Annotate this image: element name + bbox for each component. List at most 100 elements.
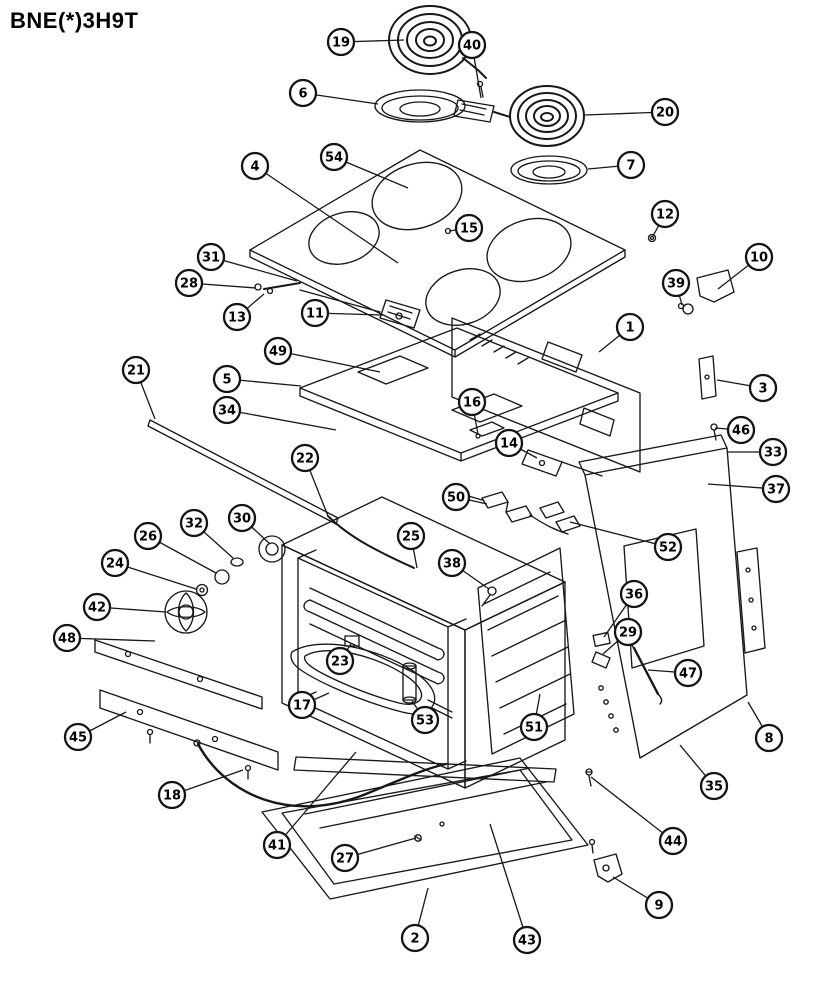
svg-text:8: 8 [764,732,773,747]
svg-text:51: 51 [525,721,543,736]
callout-28: 28 [174,268,204,298]
maintop-drawing [249,149,626,358]
svg-text:24: 24 [106,557,124,572]
callout-45: 45 [63,722,93,752]
svg-text:34: 34 [218,404,236,419]
callout-2: 2 [400,923,430,953]
callout-50: 50 [441,482,471,512]
svg-text:40: 40 [463,39,481,54]
access-panel-drawing [94,639,279,780]
callout-32: 32 [179,508,209,538]
svg-text:32: 32 [185,517,203,532]
svg-text:10: 10 [750,251,768,266]
callout-53: 53 [410,705,440,735]
callout-14: 14 [494,428,524,458]
svg-text:50: 50 [447,491,465,506]
svg-text:7: 7 [626,159,635,174]
svg-text:35: 35 [705,780,723,795]
svg-text:39: 39 [667,277,685,292]
callout-7: 7 [616,150,646,180]
callout-3: 3 [748,373,778,403]
svg-text:6: 6 [298,87,307,102]
svg-text:14: 14 [500,437,518,452]
callout-24: 24 [100,548,130,578]
svg-text:44: 44 [664,835,682,850]
side-trim-strip-drawing [736,547,766,654]
callout-18: 18 [157,780,187,810]
callout-37: 37 [761,474,791,504]
callout-47: 47 [673,658,703,688]
callout-22: 22 [290,443,320,473]
svg-text:23: 23 [331,655,349,670]
callout-16: 16 [457,387,487,417]
callout-39: 39 [661,268,691,298]
burner-box-drawing [299,327,619,462]
leader-line-44 [590,776,674,842]
svg-text:18: 18 [163,789,181,804]
range-drawing [94,5,766,900]
callout-33: 33 [758,437,788,467]
callout-17: 17 [287,690,317,720]
callout-25: 25 [396,521,426,551]
knob-parts-drawing [214,535,286,585]
callout-26: 26 [133,521,163,551]
wiring-harness-drawing [327,515,415,569]
callout-15: 15 [454,213,484,243]
svg-text:46: 46 [732,424,750,439]
body-side-panel-drawing [451,317,641,473]
leader-line-41 [276,751,357,846]
callout-leader-lines [66,39,777,941]
svg-text:33: 33 [764,446,782,461]
svg-text:21: 21 [127,364,145,379]
svg-text:17: 17 [293,699,311,714]
callout-41: 41 [262,830,292,860]
svg-text:3: 3 [758,382,767,397]
svg-text:53: 53 [416,714,434,729]
svg-text:48: 48 [58,632,76,647]
svg-text:45: 45 [69,731,87,746]
svg-text:42: 42 [88,601,106,616]
bake-element-drawing [290,635,453,719]
svg-text:41: 41 [268,839,286,854]
svg-text:9: 9 [654,899,663,914]
callout-5: 5 [212,364,242,394]
door-hinge-drawing [647,233,735,315]
surface-element-small-drawing [509,85,585,147]
callout-4: 4 [240,151,270,181]
leader-line-48 [66,637,156,642]
burner-switch-cluster-drawing [254,282,421,329]
callout-31: 31 [196,242,226,272]
callout-19: 19 [326,27,356,57]
callout-23: 23 [325,646,355,676]
callout-12: 12 [650,199,680,229]
svg-text:52: 52 [659,541,677,556]
callout-10: 10 [744,242,774,272]
callout-40: 40 [457,30,487,60]
leader-line-4 [254,165,399,264]
callout-35: 35 [699,771,729,801]
svg-text:15: 15 [460,222,478,237]
callout-6: 6 [288,78,318,108]
oven-cavity-drawing [281,496,566,789]
callout-54: 54 [319,142,349,172]
callout-1: 1 [615,312,645,342]
callout-29: 29 [613,617,643,647]
svg-text:26: 26 [139,530,157,545]
svg-text:22: 22 [296,452,314,467]
insulation-drawing [477,547,575,755]
drip-bowl-small-drawing [510,155,588,185]
callout-27: 27 [330,843,360,873]
svg-text:29: 29 [619,626,637,641]
callout-38: 38 [437,548,467,578]
callout-49: 49 [263,336,293,366]
model-number-title: BNE(*)3H9T [10,8,139,33]
callout-11: 11 [300,298,330,328]
callout-13: 13 [222,302,252,332]
svg-text:49: 49 [269,345,287,360]
svg-text:12: 12 [656,208,674,223]
svg-text:2: 2 [410,932,419,947]
svg-text:4: 4 [250,160,259,175]
